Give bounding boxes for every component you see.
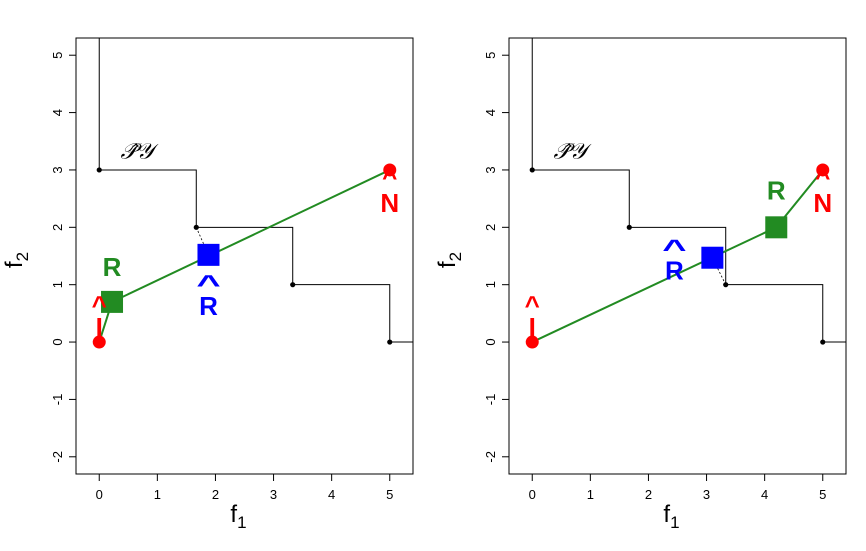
estimated-reference-label: R bbox=[199, 291, 218, 321]
ideal-hat: ^ bbox=[525, 290, 540, 320]
x-tick-label: 1 bbox=[154, 487, 161, 502]
estimated-reference-point bbox=[197, 243, 220, 266]
y-axis-title-main: f bbox=[434, 261, 461, 268]
ideal-point bbox=[525, 335, 539, 349]
pareto-point bbox=[820, 339, 826, 345]
y-axis-title-sub: 2 bbox=[446, 252, 465, 261]
estimated-reference-hat: ^ bbox=[196, 270, 220, 298]
x-axis-title-main: f bbox=[230, 501, 237, 528]
y-axis-title-sub: 2 bbox=[13, 252, 32, 261]
x-tick-label: 3 bbox=[703, 487, 710, 502]
y-tick-label: 5 bbox=[483, 52, 498, 59]
y-tick-label: 2 bbox=[483, 224, 498, 231]
y-tick-label: 0 bbox=[50, 338, 65, 345]
x-tick-label: 0 bbox=[96, 487, 103, 502]
reference-point bbox=[765, 216, 788, 239]
nadir-point bbox=[816, 163, 830, 177]
y-tick-label: 5 bbox=[50, 52, 65, 59]
y-axis-title: f2 bbox=[434, 252, 465, 268]
reference-label: R bbox=[767, 175, 786, 205]
reference-label: R bbox=[103, 252, 122, 282]
x-axis-title: f1 bbox=[230, 501, 246, 532]
y-tick-label: -1 bbox=[50, 394, 65, 406]
ideal-label: I bbox=[96, 312, 103, 342]
nadir-label: N bbox=[380, 188, 399, 218]
plot-frame bbox=[75, 37, 414, 475]
x-axis-title-main: f bbox=[663, 501, 670, 528]
estimated-reference-label: R bbox=[665, 256, 684, 286]
ideal-label: I bbox=[529, 312, 536, 342]
pareto-point bbox=[387, 339, 393, 345]
x-axis-title-sub: 1 bbox=[237, 513, 246, 532]
x-tick-label: 3 bbox=[270, 487, 277, 502]
pareto-point bbox=[96, 167, 102, 173]
y-tick-label: 3 bbox=[50, 166, 65, 173]
pareto-front-label: 𝒫̂𝒴 bbox=[553, 139, 592, 164]
plot-frame bbox=[508, 37, 847, 475]
pareto-point bbox=[529, 167, 535, 173]
y-tick-label: 4 bbox=[483, 109, 498, 116]
nadir-hat: ^ bbox=[382, 162, 397, 192]
x-tick-label: 5 bbox=[386, 487, 393, 502]
x-tick-label: 1 bbox=[587, 487, 594, 502]
reference-line bbox=[98, 169, 391, 343]
x-tick-label: 0 bbox=[529, 487, 536, 502]
x-axis-title-sub: 1 bbox=[670, 513, 679, 532]
reference-point bbox=[101, 290, 124, 313]
y-tick-label: -2 bbox=[483, 451, 498, 463]
nadir-point bbox=[383, 163, 397, 177]
pareto-point bbox=[723, 282, 729, 288]
x-tick-label: 5 bbox=[819, 487, 826, 502]
x-axis-title: f1 bbox=[663, 501, 679, 532]
estimated-reference-point bbox=[701, 246, 724, 269]
pareto-front-label: 𝒫̂𝒴 bbox=[120, 139, 159, 164]
estimated-reference-hat: ^ bbox=[662, 235, 686, 263]
y-tick-label: -2 bbox=[50, 451, 65, 463]
nadir-hat: ^ bbox=[815, 162, 830, 192]
y-tick-label: 3 bbox=[483, 166, 498, 173]
y-axis-title: f2 bbox=[1, 252, 32, 268]
pareto-front-line bbox=[531, 38, 846, 343]
pareto-front-line bbox=[98, 38, 413, 343]
y-axis-title-main: f bbox=[1, 261, 28, 268]
y-tick-label: 1 bbox=[483, 281, 498, 288]
y-tick-label: -1 bbox=[483, 394, 498, 406]
y-tick-label: 2 bbox=[50, 224, 65, 231]
pareto-point bbox=[290, 282, 296, 288]
x-tick-label: 4 bbox=[761, 487, 768, 502]
x-tick-label: 2 bbox=[212, 487, 219, 502]
y-tick-label: 4 bbox=[50, 109, 65, 116]
nadir-label: N bbox=[813, 188, 832, 218]
y-tick-label: 1 bbox=[50, 281, 65, 288]
x-tick-label: 2 bbox=[645, 487, 652, 502]
x-tick-label: 4 bbox=[328, 487, 335, 502]
ideal-point bbox=[92, 335, 106, 349]
y-tick-label: 0 bbox=[483, 338, 498, 345]
ideal-hat: ^ bbox=[92, 290, 107, 320]
pareto-point bbox=[626, 224, 632, 230]
